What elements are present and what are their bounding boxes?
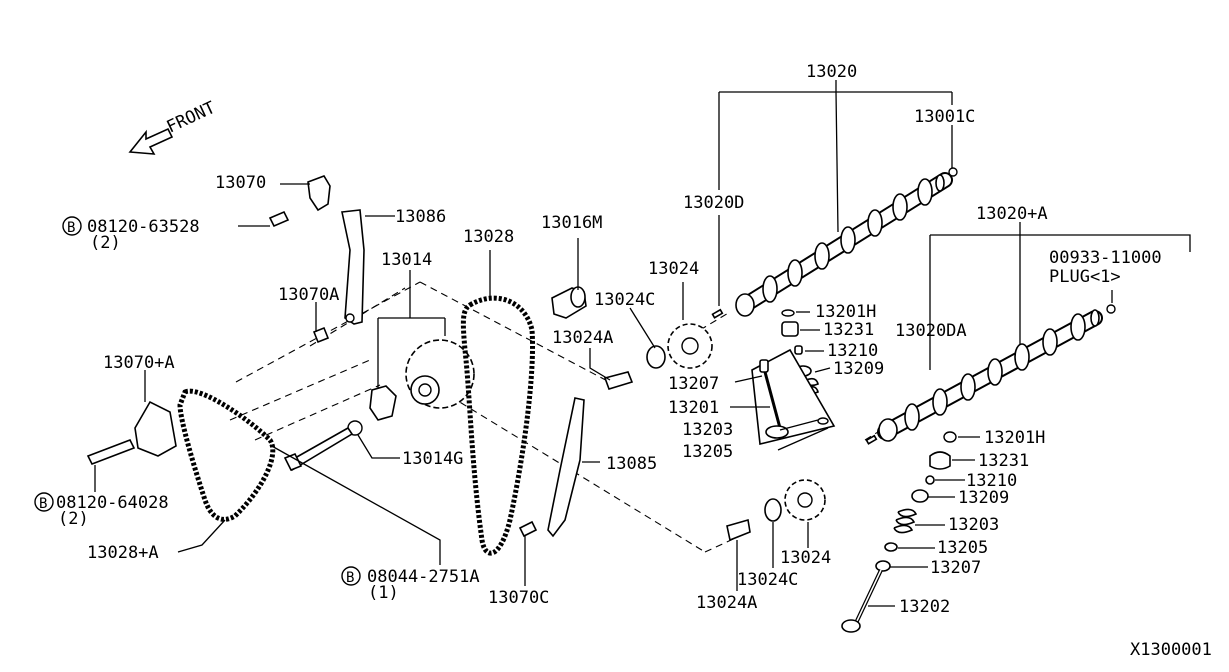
cam-sprocket-lower: [726, 479, 826, 542]
camshaft-13020: [711, 167, 958, 319]
label-13024a-lower: 13024A: [696, 593, 757, 613]
leader-lines: [94, 80, 1191, 607]
part-labels: 13020 13001C 13020D 13020+A 00933-11000 …: [56, 62, 1162, 617]
label-08120-64028: 08120-64028: [56, 493, 169, 513]
front-label: FRONT: [164, 98, 219, 138]
label-plug: PLUG<1>: [1049, 267, 1121, 287]
label-13024-lower: 13024: [780, 548, 831, 568]
label-13085: 13085: [606, 454, 657, 474]
label-08120-63528-qty: (2): [90, 233, 121, 253]
label-13016m: 13016M: [541, 213, 602, 233]
label-13024a-upper: 13024A: [552, 328, 613, 348]
label-08120-63528: 08120-63528: [87, 217, 200, 237]
label-08044-2751a-qty: (1): [368, 583, 399, 603]
label-13014g: 13014G: [402, 449, 463, 469]
label-13210-lower: 13210: [966, 471, 1017, 491]
upper-valve-train: [751, 309, 836, 445]
timing-chain-13028: [460, 295, 536, 556]
label-13020: 13020: [806, 62, 857, 82]
label-13070c: 13070C: [488, 588, 549, 608]
label-13020d: 13020D: [683, 193, 744, 213]
tensioner-13016m: [551, 286, 587, 319]
bolt-symbols: B B B: [34, 216, 361, 586]
label-13231-upper: 13231: [823, 320, 874, 340]
label-13024c-lower: 13024C: [737, 570, 798, 590]
label-13201h-upper: 13201H: [815, 302, 876, 322]
footer-code: X1300001: [1130, 640, 1212, 660]
chain-guide-13085: [518, 397, 585, 538]
label-13070: 13070: [215, 173, 266, 193]
label-13028-plus-a: 13028+A: [87, 543, 159, 563]
crank-sprocket-13014: [347, 339, 475, 436]
label-13001c: 13001C: [914, 107, 975, 127]
label-13024c-upper: 13024C: [594, 290, 655, 310]
label-13209-upper: 13209: [833, 359, 884, 379]
front-direction-arrow: FRONT: [128, 98, 219, 155]
label-13024-upper: 13024: [648, 259, 699, 279]
label-13020da: 13020DA: [895, 321, 967, 341]
label-13203-lower: 13203: [948, 515, 999, 535]
label-13203-upper: 13203: [682, 420, 733, 440]
label-13201: 13201: [668, 398, 719, 418]
label-13028: 13028: [463, 227, 514, 247]
label-00933-11000: 00933-11000: [1049, 248, 1162, 268]
label-13020-plus-a: 13020+A: [976, 204, 1048, 224]
label-13202: 13202: [899, 597, 950, 617]
lower-valve-train: [841, 431, 957, 633]
bolt-08044: [283, 426, 354, 472]
label-13014: 13014: [381, 250, 432, 270]
bolt-symbol-1: B: [67, 220, 75, 236]
label-13070-plus-a: 13070+A: [103, 353, 175, 373]
label-13231-lower: 13231: [978, 451, 1029, 471]
chain-guide-13086: [268, 175, 365, 344]
label-08120-64028-qty: (2): [58, 509, 89, 529]
label-13205-upper: 13205: [682, 442, 733, 462]
bolt-symbol-2: B: [39, 496, 47, 512]
label-13201h-lower: 13201H: [984, 428, 1045, 448]
label-13210-upper: 13210: [827, 341, 878, 361]
label-13207-lower: 13207: [930, 558, 981, 578]
label-08044-2751a: 08044-2751A: [367, 567, 480, 587]
label-13086: 13086: [395, 207, 446, 227]
camshaft-13020-plus-a: [865, 304, 1116, 445]
label-13205-lower: 13205: [937, 538, 988, 558]
cam-sprocket-upper: [603, 323, 713, 390]
timing-chain-13028-plus-a: [177, 388, 276, 522]
label-13209-lower: 13209: [958, 488, 1009, 508]
bolt-symbol-3: B: [346, 570, 354, 586]
tensioner-13070-plus-a: [86, 400, 177, 466]
label-13207-upper: 13207: [668, 374, 719, 394]
label-13070a: 13070A: [278, 285, 339, 305]
